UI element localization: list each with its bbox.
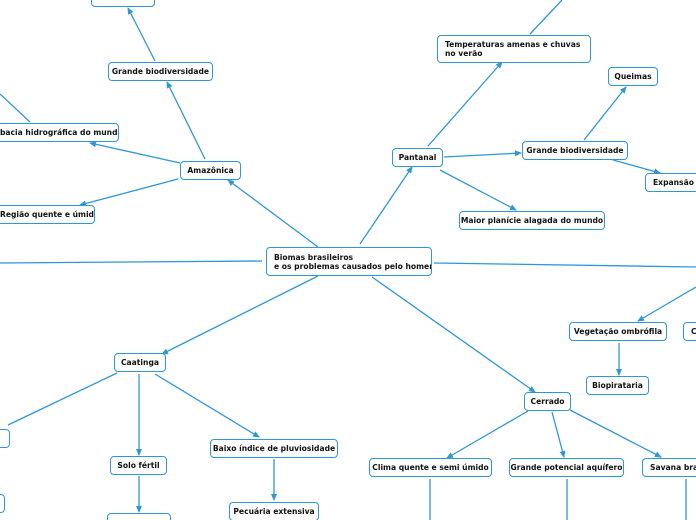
node-potencial-aquifero-label: Grande potencial aquífero [510, 463, 623, 472]
node-pantanal-planicie-label: Maior planície alagada do mundo [460, 216, 604, 225]
node-pantanal-label: Pantanal [398, 153, 437, 162]
node-pantanal-expansao-label: Expansão d [653, 178, 696, 187]
edge-root-amazonica [227, 179, 319, 248]
edge-caatinga-pluviosidade [154, 373, 260, 438]
node-pantanal-queimas-label: Queimas [614, 72, 652, 81]
node-cerrado[interactable]: Cerrado [524, 392, 571, 411]
node-vegetacao-ombrofila-label: Vegetação ombrófila [573, 327, 663, 336]
edge-bacia-up [0, 93, 31, 123]
node-caatinga[interactable]: Caatinga [114, 353, 166, 372]
edge-root-caatinga [161, 275, 319, 355]
node-biopirataria-label: Biopirataria [592, 381, 643, 390]
node-amazonica-bacia[interactable]: bacia hidrográfica do mundo [0, 123, 119, 142]
node-pantanal-temperaturas-label: Temperaturas amenas e chuvas no verão [445, 40, 581, 58]
node-baixo-pluviosidade-label: Baixo índice de pluviosidade [212, 444, 336, 453]
node-amazonica-regiao[interactable]: Região quente e úmida [0, 205, 95, 224]
node-pantanal-expansao[interactable]: Expansão d [645, 173, 696, 192]
node-amazonica-biodiversidade[interactable]: Grande biodiversidade [108, 62, 213, 81]
node-pantanal-planicie[interactable]: Maior planície alagada do mundo [459, 211, 605, 230]
node-solo-fertil[interactable]: Solo fértil [110, 456, 167, 475]
edge-cerrado-savana [569, 409, 662, 458]
node-savana-label: Savana bras [650, 463, 696, 472]
node-amazonica-biodiversidade-label: Grande biodiversidade [111, 67, 210, 76]
edge-right-vegetacao [637, 286, 696, 322]
node-clima-quente[interactable]: Clima quente e semi úmido [369, 458, 492, 477]
node-right-c[interactable]: C [683, 322, 696, 341]
edge-root-right-offscreen [433, 262, 696, 268]
edge-pantanal-temperaturas [427, 61, 503, 147]
node-amazonica-bacia-label: bacia hidrográfica do mundo [0, 128, 119, 137]
edge-cerrado-clima [446, 410, 529, 459]
edge-biodiversidade-up [127, 7, 156, 62]
node-baixo-pluviosidade[interactable]: Baixo índice de pluviosidade [210, 439, 338, 458]
root-node[interactable]: Biomas brasileiros e os problemas causad… [266, 247, 432, 276]
node-vegetacao-ombrofila[interactable]: Vegetação ombrófila [569, 322, 667, 341]
node-pecuaria-extensiva[interactable]: Pecuária extensiva [229, 502, 319, 520]
edge-biodiversidade-queimas [583, 86, 627, 141]
node-solo-child-offscreen[interactable] [107, 513, 171, 520]
edge-pantanal-biodiversidade [443, 150, 522, 158]
edge-biodiversidade-expansao [612, 159, 661, 175]
node-amazonica-label: Amazônica [187, 166, 234, 175]
node-pantanal-biodiversidade-label: Grande biodiversidade [526, 146, 624, 155]
node-amazonica-regiao-label: Região quente e úmida [0, 210, 95, 219]
edge-root-left-offscreen [0, 260, 263, 264]
node-caatinga-lower-left-offscreen[interactable] [0, 494, 5, 513]
node-solo-fertil-label: Solo fértil [117, 461, 160, 470]
edge-pantanal-planicie [439, 169, 517, 211]
edge-root-pantanal [359, 166, 413, 245]
node-pecuaria-extensiva-label: Pecuária extensiva [233, 507, 315, 516]
root-title-line-1: Biomas brasileiros [274, 252, 354, 262]
node-savana[interactable]: Savana bras [642, 458, 696, 477]
edge-root-cerrado [371, 276, 536, 393]
edge-amazonica-regiao [79, 178, 179, 207]
node-pantanal-queimas[interactable]: Queimas [608, 67, 658, 86]
node-clima-quente-label: Clima quente e semi úmido [372, 463, 489, 472]
edge-amazonica-biodiversidade [166, 81, 206, 160]
node-biopirataria[interactable]: Biopirataria [586, 376, 649, 395]
node-caatinga-left-offscreen[interactable] [0, 429, 10, 448]
node-right-c-label: C [691, 327, 696, 336]
edge-temperaturas-up [529, 0, 563, 35]
root-title-line-2: e os problemas causados pelo homem [274, 261, 432, 271]
node-pantanal-biodiversidade[interactable]: Grande biodiversidade [522, 141, 628, 160]
node-pantanal-temperaturas[interactable]: Temperaturas amenas e chuvas no verão [437, 35, 591, 63]
edge-caatinga-left [7, 372, 118, 426]
node-amazonica[interactable]: Amazônica [180, 161, 241, 180]
node-cerrado-label: Cerrado [530, 397, 565, 406]
node-potencial-aquifero[interactable]: Grande potencial aquífero [509, 458, 624, 477]
edge-cerrado-aquifero [551, 411, 566, 458]
node-amazonica-top-offscreen[interactable] [91, 0, 155, 7]
edge-amazonica-bacia [89, 141, 181, 164]
node-caatinga-label: Caatinga [120, 358, 160, 367]
node-pantanal[interactable]: Pantanal [392, 148, 443, 167]
